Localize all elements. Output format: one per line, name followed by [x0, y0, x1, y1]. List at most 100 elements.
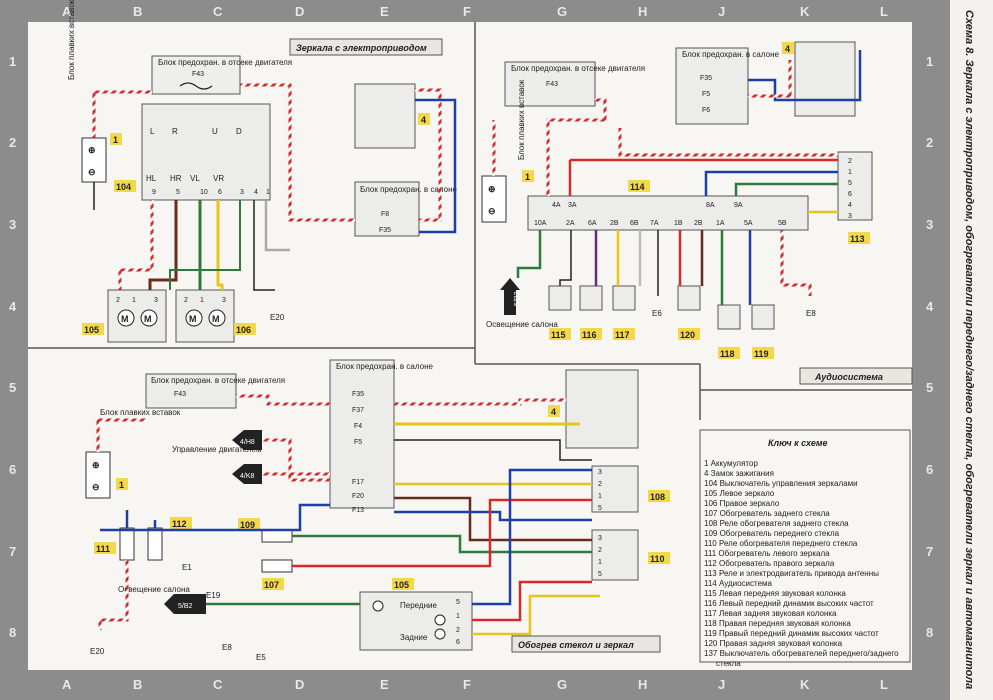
svg-text:3: 3: [598, 469, 602, 476]
mirror-switch-104: [141, 103, 271, 201]
grid-col-e-bottom: E: [380, 677, 389, 692]
svg-text:1: 1: [598, 493, 602, 500]
heater-ignition-switch: [565, 369, 639, 449]
svg-text:9A: 9A: [734, 202, 743, 209]
panel-audio-title: Аудиосистема: [814, 372, 883, 382]
svg-text:5/B2: 5/B2: [178, 603, 193, 610]
svg-text:7A: 7A: [650, 220, 659, 227]
svg-text:VL: VL: [190, 174, 200, 183]
svg-text:1: 1: [848, 169, 852, 176]
svg-text:6: 6: [456, 639, 460, 646]
svg-text:1: 1: [119, 480, 124, 490]
svg-text:109 Обогреватель переднего сте: 109 Обогреватель переднего стекла: [704, 529, 840, 538]
svg-text:⊕: ⊕: [92, 460, 100, 470]
svg-text:F17: F17: [352, 479, 364, 486]
radio-unit: [527, 195, 809, 231]
grid-col-g: G: [557, 4, 567, 19]
svg-text:119: 119: [754, 349, 769, 359]
svg-text:4/K8: 4/K8: [240, 473, 255, 480]
svg-text:⊕: ⊕: [88, 145, 96, 155]
svg-text:4/H8: 4/H8: [240, 439, 255, 446]
svg-text:108: 108: [650, 492, 665, 502]
svg-text:E20: E20: [270, 313, 285, 322]
svg-text:3A: 3A: [568, 202, 577, 209]
svg-text:F35: F35: [352, 391, 364, 398]
svg-text:117 Левая задняя звуковая коло: 117 Левая задняя звуковая колонка: [704, 609, 837, 618]
svg-text:E8: E8: [222, 643, 232, 652]
heater-fuse-box-engine: [145, 373, 237, 409]
svg-text:Блок предохран. в отсеке двига: Блок предохран. в отсеке двигателя: [511, 64, 645, 73]
svg-text:F20: F20: [352, 493, 364, 500]
svg-text:3: 3: [154, 297, 158, 304]
svg-text:120: 120: [680, 330, 695, 340]
svg-text:109: 109: [240, 520, 255, 530]
svg-text:F43: F43: [174, 391, 186, 398]
audio-ignition-switch: [794, 41, 856, 117]
svg-text:110: 110: [650, 554, 665, 564]
panel-heaters: Блок предохран. в отсеке двигателя F43 Б…: [85, 359, 670, 662]
grid-col-k: K: [800, 4, 810, 19]
svg-text:5B: 5B: [778, 220, 787, 227]
svg-text:6A: 6A: [588, 220, 597, 227]
svg-text:5: 5: [848, 180, 852, 187]
svg-text:F43: F43: [546, 81, 558, 88]
svg-text:7: 7: [9, 544, 16, 559]
svg-text:F5: F5: [702, 91, 710, 98]
grid-col-j: J: [718, 4, 725, 19]
grid-col-h: H: [638, 4, 647, 19]
svg-text:2: 2: [848, 158, 852, 165]
svg-text:8: 8: [926, 625, 933, 640]
svg-text:1: 1: [132, 297, 136, 304]
fuse-f43-icon: [179, 82, 213, 90]
svg-text:108 Реле обогревателя заднего: 108 Реле обогревателя заднего стекла: [704, 519, 849, 528]
svg-text:5/B2: 5/B2: [514, 291, 521, 306]
svg-text:1: 1: [9, 54, 16, 69]
svg-text:3: 3: [9, 217, 16, 232]
svg-text:M: M: [121, 314, 129, 324]
svg-text:F5: F5: [354, 439, 362, 446]
grid-col-c: C: [213, 4, 223, 19]
svg-text:VR: VR: [213, 174, 224, 183]
svg-text:1 Аккумулятор: 1 Аккумулятор: [704, 459, 758, 468]
svg-text:105: 105: [84, 325, 99, 335]
grid-col-l-bottom: L: [880, 677, 888, 692]
svg-text:110 Реле обогревателя переднег: 110 Реле обогревателя переднего стекла: [704, 539, 858, 548]
audio-battery-icon: [481, 175, 507, 223]
svg-text:2: 2: [598, 547, 602, 554]
speaker-119: [751, 304, 775, 330]
audio-fuse-box-cabin: [675, 47, 749, 125]
legend: Ключ к схеме 1 Аккумулятор 4 Замок зажиг…: [699, 429, 911, 668]
lamp-icon: [434, 614, 446, 626]
svg-text:F35: F35: [700, 75, 712, 82]
svg-text:6B: 6B: [630, 220, 639, 227]
svg-text:Управление двигателем: Управление двигателем: [172, 445, 261, 454]
svg-text:M: M: [144, 314, 152, 324]
svg-text:111 Обогреватель левого зеркал: 111 Обогреватель левого зеркала: [704, 549, 830, 558]
svg-text:Блок предохран. в салоне: Блок предохран. в салоне: [336, 362, 433, 371]
svg-text:120 Правая задняя звуковая кол: 120 Правая задняя звуковая колонка: [704, 639, 843, 648]
svg-text:5: 5: [176, 189, 180, 196]
lamp-icon: [434, 628, 446, 640]
svg-text:E19: E19: [206, 591, 221, 600]
svg-text:4: 4: [254, 189, 258, 196]
svg-text:1: 1: [926, 54, 933, 69]
svg-text:Блок предохран. в салоне: Блок предохран. в салоне: [360, 185, 457, 194]
grid-col-j-bottom: J: [718, 677, 725, 692]
svg-text:5: 5: [598, 571, 602, 578]
svg-text:Освещение салона: Освещение салона: [118, 585, 190, 594]
svg-text:E8: E8: [806, 309, 816, 318]
battery-icon: [81, 137, 107, 183]
grid-col-a-bottom: A: [62, 677, 72, 692]
svg-text:F35: F35: [379, 227, 391, 234]
svg-text:116 Левый передний динамик выс: 116 Левый передний динамик высоких часто…: [704, 599, 874, 608]
svg-text:6: 6: [926, 462, 933, 477]
svg-text:5A: 5A: [744, 220, 753, 227]
fuse-box-cabin: [354, 181, 420, 237]
grid-col-d: D: [295, 4, 304, 19]
svg-text:F4: F4: [354, 423, 362, 430]
panel-heaters-title: Обогрев стекол и зеркал: [518, 640, 634, 650]
svg-text:Блок плавких вставок: Блок плавких вставок: [67, 0, 76, 80]
grid-col-c-bottom: C: [213, 677, 223, 692]
panel-mirrors-title: Зеркала с электроприводом: [296, 43, 427, 53]
